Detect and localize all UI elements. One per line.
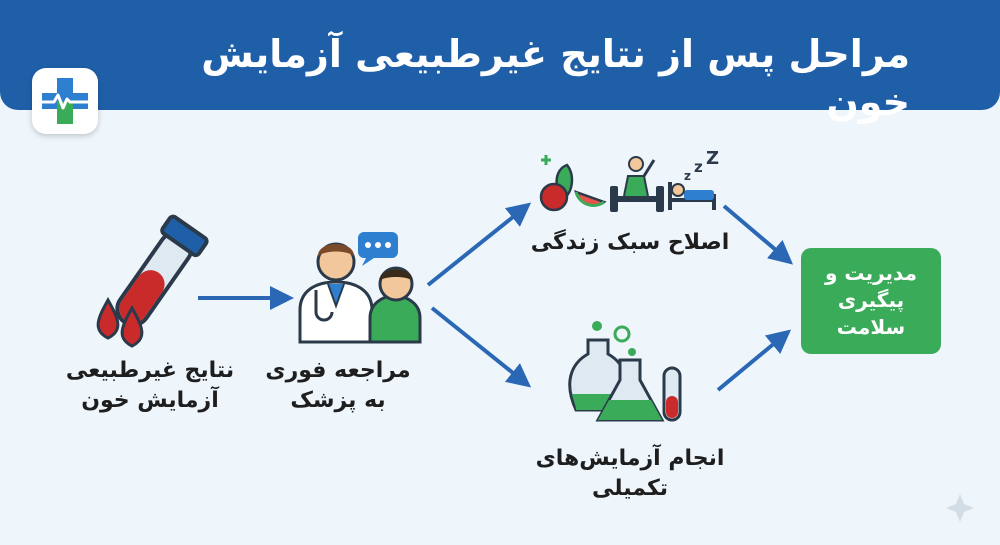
blood-tube-icon: [96, 214, 209, 348]
arrow-lifestyle-to-outcome: [722, 204, 794, 265]
outcome-line1: مدیریت و: [825, 261, 917, 285]
exercise-icon: [610, 156, 664, 212]
doctor-patient-icon: [298, 232, 422, 344]
step-see-doctor-line1: مراجعه فوری: [265, 358, 411, 383]
medical-cross-heartbeat-icon: [32, 68, 98, 134]
lab-flasks-icon: [568, 321, 682, 422]
outcome-line3: سلامت: [836, 315, 906, 339]
step-lifestyle-line1: اصلاح سبک زندگی: [530, 230, 730, 255]
sparkle-icon: [946, 494, 974, 522]
outcome-box: مدیریت و پیگیری سلامت: [801, 248, 941, 354]
page-title: مراحل پس از نتایج غیرطبیعی آزمایش خون: [201, 32, 910, 124]
arrow-doctor-to-tests: [430, 306, 532, 388]
step-see-doctor-line2: به پزشک: [290, 388, 386, 413]
step-abnormal-results: نتایج غیرطبیعی آزمایش خون: [40, 356, 260, 416]
outcome-line2: پیگیری: [837, 288, 905, 312]
step-lifestyle: اصلاح سبک زندگی: [520, 228, 740, 258]
step-further-tests: انجام آزمایش‌های تکمیلی: [510, 444, 750, 504]
outcome-text: مدیریت و پیگیری سلامت: [801, 260, 941, 341]
step-see-doctor: مراجعه فوری به پزشک: [258, 356, 418, 416]
step-abnormal-results-line1: نتایج غیرطبیعی: [65, 358, 235, 383]
arrow-tests-to-outcome: [716, 329, 792, 392]
step-further-tests-line2: تکمیلی: [591, 476, 669, 501]
healthy-food-icon: [539, 155, 607, 212]
step-further-tests-line1: انجام آزمایش‌های: [535, 446, 725, 471]
svg-text:z: z: [694, 158, 703, 176]
svg-text:Z: Z: [706, 148, 719, 169]
step-abnormal-results-line2: آزمایش خون: [81, 388, 219, 413]
sleep-icon: z z Z: [668, 148, 719, 210]
arrow-doctor-to-lifestyle: [426, 202, 532, 287]
header-banner: مراحل پس از نتایج غیرطبیعی آزمایش خون: [0, 0, 1000, 124]
svg-text:z: z: [684, 169, 691, 183]
